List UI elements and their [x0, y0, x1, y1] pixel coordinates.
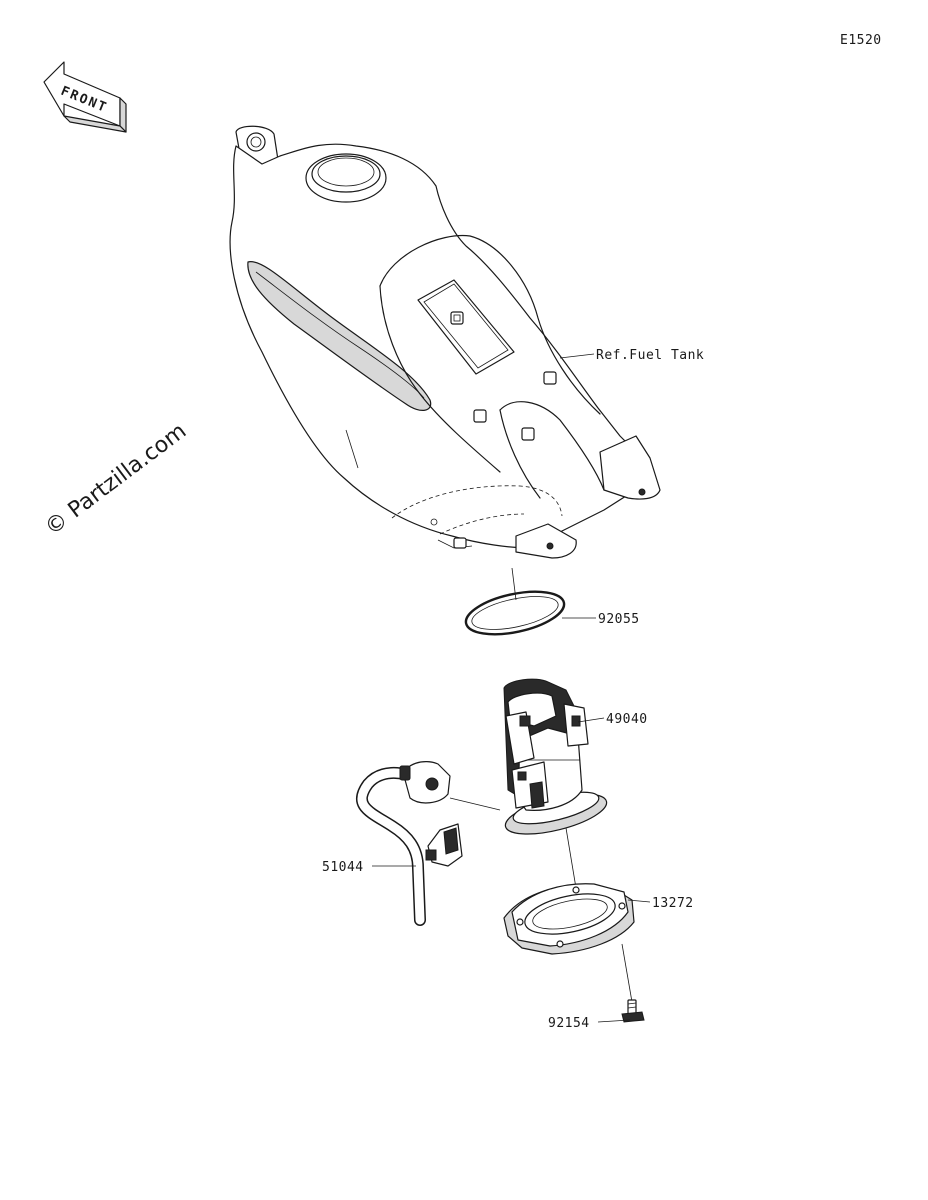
callout-o-ring: 92055	[598, 612, 640, 627]
o-ring-92055[interactable]	[462, 584, 568, 642]
fuel-pump-49040[interactable]	[502, 678, 611, 842]
watermark-text: © Partzilla.com	[41, 419, 192, 541]
diagram-code: E1520	[840, 33, 882, 48]
callout-hose: 51044	[322, 860, 364, 875]
bolt-92154[interactable]	[621, 999, 645, 1023]
front-arrow-icon: FRONT	[43, 61, 127, 133]
callout-fuel-pump: 49040	[606, 712, 648, 727]
callout-gasket: 13272	[652, 896, 694, 911]
callout-fuel-tank: Ref.Fuel Tank	[596, 348, 704, 363]
fuel-tank[interactable]	[229, 125, 661, 559]
fuel-hose-51044[interactable]	[356, 761, 463, 926]
gasket-13272[interactable]	[503, 883, 635, 955]
callout-bolt: 92154	[548, 1016, 590, 1031]
